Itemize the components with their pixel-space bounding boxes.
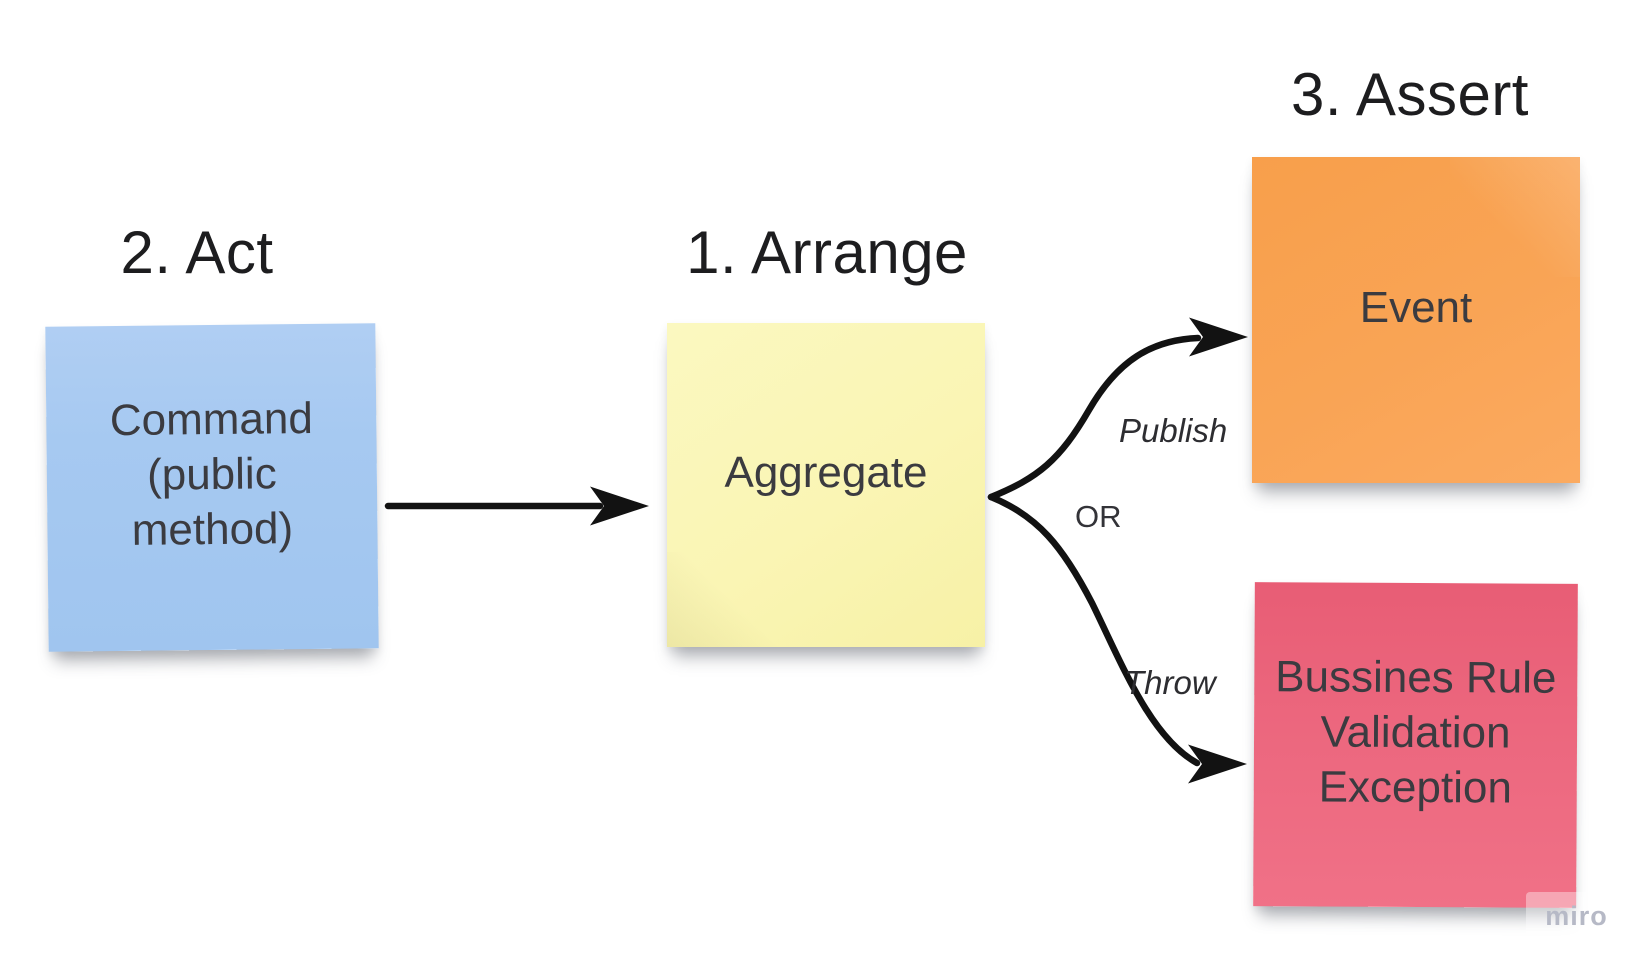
sticky-note-event-text: Event [1359, 282, 1473, 332]
arrowhead-right-icon [1189, 317, 1248, 357]
miro-watermark[interactable]: miro [1526, 892, 1627, 940]
sticky-note-aggregate[interactable]: Aggregate [667, 323, 985, 647]
heading-arrange[interactable]: 1. Arrange [686, 219, 968, 286]
connector-aggregate-to-exception-line[interactable] [987, 493, 1201, 767]
connector-label-throw[interactable]: Throw [1124, 664, 1216, 701]
arrowhead-right-icon [590, 486, 649, 526]
connector-aggregate-to-event[interactable] [987, 317, 1248, 501]
arrowhead-right-icon [1188, 744, 1247, 784]
connector-label-publish[interactable]: Publish [1119, 412, 1228, 449]
connector-aggregate-to-exception[interactable] [987, 493, 1247, 784]
sticky-note-event[interactable]: Event [1252, 157, 1580, 483]
miro-logo: miro [1545, 901, 1608, 931]
connector-command-to-aggregate[interactable] [384, 486, 649, 526]
sticky-note-aggregate-text: Aggregate [724, 447, 928, 497]
heading-act[interactable]: 2. Act [120, 219, 274, 286]
connector-label-or[interactable]: OR [1075, 499, 1122, 534]
connector-aggregate-to-event-line[interactable] [987, 334, 1202, 501]
heading-assert[interactable]: 3. Assert [1291, 61, 1529, 128]
